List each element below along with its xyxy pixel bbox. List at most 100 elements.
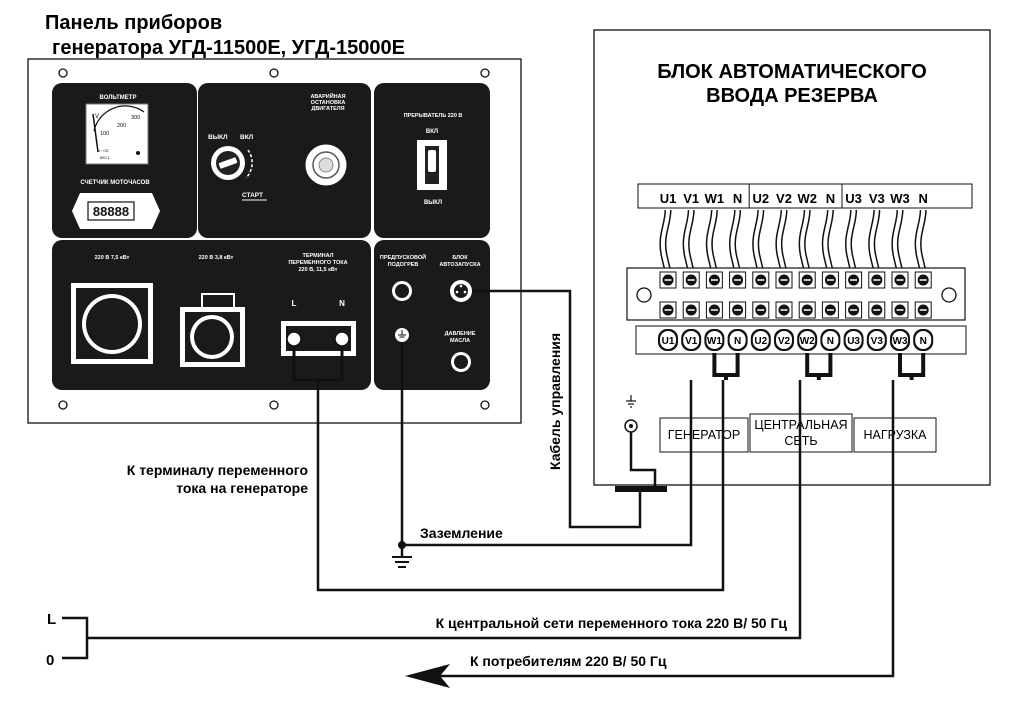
terminal-l[interactable] (286, 331, 302, 347)
emergency-stop-cap (318, 157, 334, 173)
ats-cap-label: N (734, 336, 741, 347)
terminal-cap-face (660, 331, 676, 349)
ats-strip-label: U2 (752, 191, 769, 206)
panel-title-line2: генератора УГД-11500Е, УГД-15000Е (52, 37, 405, 59)
panel-title-line1: Панель приборов (45, 12, 222, 34)
voltmeter-small: U~ CE (97, 148, 109, 153)
ats-wire-core (660, 209, 670, 273)
voltmeter-model: 85C1 (100, 155, 110, 160)
ats-wire-core (730, 209, 740, 273)
preheat-button-cap (395, 284, 409, 298)
terminal-n-label: N (339, 299, 345, 308)
voltmeter-needle (92, 113, 99, 153)
ats-cap-label: V3 (871, 336, 884, 347)
load-cable (440, 380, 895, 678)
ats-cap-label: U2 (754, 336, 767, 347)
voltmeter-scale-300: 300 (131, 115, 140, 121)
hour-meter-display: 88888 (93, 204, 129, 219)
oil-label-2: МАСЛА (450, 338, 470, 344)
ats-wire-core (800, 209, 810, 273)
ats-strip-label: V3 (869, 191, 885, 206)
terminal-cap-face (915, 331, 932, 349)
hour-meter-label: СЧЕТЧИК МОТОЧАСОВ (80, 180, 150, 186)
breaker-lever (428, 150, 436, 172)
mount-hole (269, 400, 279, 410)
group-generator-label: ГЕНЕРАТОР (668, 428, 740, 442)
ats-wire-core (846, 209, 856, 273)
voltmeter-dot (136, 151, 140, 155)
ats-cap-label: V1 (685, 336, 698, 347)
ground-junction (398, 541, 406, 549)
preheat-label-2: ПОДОГРЕВ (388, 262, 419, 268)
mount-hole (269, 68, 279, 78)
emergency-stop-label-2: ОСТАНОВКА (311, 100, 346, 106)
control-cable (472, 289, 642, 529)
preheat-label-1: ПРЕДПУСКОВОЙ (380, 253, 426, 261)
ats-wire-core (753, 209, 763, 273)
key-on-label: ВКЛ (240, 134, 254, 141)
autostart-label-1: БЛОК (452, 255, 468, 261)
load-arrow-icon (405, 664, 450, 688)
voltmeter-scale-arc (93, 105, 145, 132)
ats-strip-label: W3 (890, 191, 910, 206)
line-l-label: L (47, 611, 56, 628)
ats-output-ties (712, 353, 926, 380)
terminal-label-3: 220 В, 11,5 кВт (298, 267, 337, 273)
voltmeter-unit: V (95, 114, 99, 120)
ats-wire-core (823, 209, 833, 273)
terminal-n[interactable] (334, 331, 350, 347)
ats-cap-label: N (920, 336, 927, 347)
ats-wire-core (916, 209, 926, 273)
ats-ground-wire (629, 432, 657, 489)
ats-strip-label: U3 (845, 191, 862, 206)
terminal-cap-face (845, 331, 862, 349)
ats-cap-label: N (827, 336, 834, 347)
terminal-cap-face (729, 331, 746, 349)
emergency-stop-label-1: АВАРИЙНАЯ (310, 92, 345, 100)
ats-strip-label: V2 (776, 191, 792, 206)
rail-mount-right (941, 287, 957, 303)
terminal-label-1: ТЕРМИНАЛ (302, 253, 333, 259)
voltmeter-scale-100: 100 (100, 131, 109, 137)
mount-hole (58, 68, 68, 78)
cable-gland (615, 486, 667, 492)
terminal-cap-face (822, 331, 839, 349)
ats-strip-label: N (733, 191, 742, 206)
terminal-label-2: ПЕРЕМЕННОГО ТОКА (288, 260, 347, 266)
ats-strip-label: W1 (705, 191, 725, 206)
emergency-stop-ring (312, 151, 340, 179)
control-cable-label: Кабель управления (547, 333, 563, 470)
ats-box (593, 29, 991, 486)
to-terminal-label-1: К терминалу переменного (127, 462, 308, 478)
ats-cap-label: V2 (778, 336, 791, 347)
ats-wire-core (684, 209, 694, 273)
ats-cap-label: W2 (800, 336, 815, 347)
autostart-pin (455, 290, 459, 294)
autostart-pin (459, 284, 463, 288)
terminal-cap-face (868, 331, 885, 349)
mount-hole (480, 400, 490, 410)
ats-cap-label: W3 (893, 336, 908, 347)
breaker-label: ПРЕРЫВАТЕЛЬ 220 В (404, 113, 463, 119)
ats-wire-core (707, 209, 717, 273)
ats-strip-label: W2 (797, 191, 817, 206)
terminal-cap-face (892, 331, 908, 349)
socket-7-5kw-face-inner (86, 298, 138, 350)
ats-title-line2: ВВОДА РЕЗЕРВА (706, 85, 878, 107)
grid-bracket (62, 616, 89, 660)
terminal-cap-face (799, 331, 816, 349)
socket-3-8kw-top (201, 293, 235, 309)
generator-terminal-cable (316, 380, 725, 592)
to-grid-label: К центральной сети переменного тока 220 … (436, 615, 788, 631)
terminal-cap-face (776, 331, 792, 349)
ats-wire-core (869, 209, 879, 273)
group-load-label: НАГРУЗКА (863, 428, 927, 442)
socket2-label: 220 В 3,8 кВт (199, 255, 234, 261)
ats-strip-label: N (826, 191, 835, 206)
terminal-l-label: L (292, 299, 297, 308)
oil-pressure-lamp-cap (454, 355, 468, 369)
ground-wire (400, 342, 693, 547)
breaker-off-label: ВЫКЛ (424, 200, 442, 206)
